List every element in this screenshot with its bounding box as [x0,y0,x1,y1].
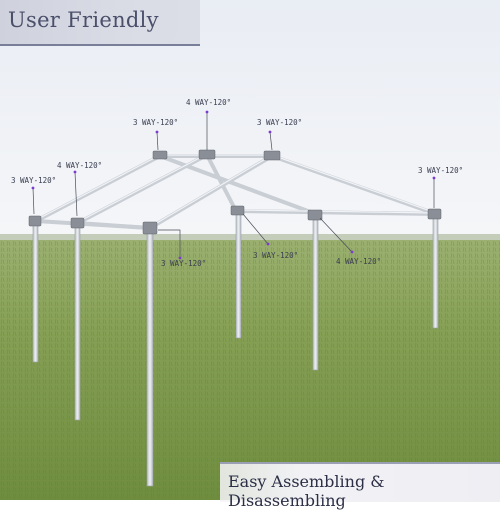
connector-corner-back-right-mid [307,209,323,221]
callout-label-lower-right: 4 WAY-120° [336,257,382,266]
caption-text: Easy Assembling & Disassembling [228,472,385,510]
callout-dots [31,110,436,260]
connector-ridge-left [152,150,168,160]
connector-corner-front [142,221,158,235]
leg-front-mid [146,227,154,487]
callout-label-far-right: 3 WAY-120° [418,166,464,175]
page-title: User Friendly [8,8,159,32]
callout-label-top-center: 4 WAY-120° [186,98,232,107]
callout-label-lower-left: 3 WAY-120° [161,259,207,268]
leg-back-right-mid [312,219,319,371]
callout-label-mid-left: 4 WAY-120° [57,161,103,170]
connector-corner-far-left [28,215,42,227]
leg-front-left [32,219,39,363]
roof-frame-highlight [35,153,437,228]
distant-treeline [0,234,500,242]
roof-frame [34,153,438,230]
connector-corner-mid-left [70,217,85,229]
callout-label-top-right: 3 WAY-120° [257,118,303,127]
connector-corner-back-right [427,208,442,220]
leg-back-right [432,215,439,329]
callout-leaders [32,112,435,258]
leg-back-mid [235,209,242,339]
callout-label-top-left: 3 WAY-120° [133,118,179,127]
connector-ridge-right [263,150,281,161]
connector-corner-back-mid [230,205,245,216]
connector-ridge-center [198,149,216,160]
leg-front-mid-left [74,221,81,421]
connectors [28,149,442,235]
grass-texture [0,240,500,500]
callout-label-lower-center: 3 WAY-120° [253,251,299,260]
callout-label-far-left: 3 WAY-120° [11,176,57,185]
caption-banner: Easy Assembling & Disassembling [220,462,500,510]
title-banner: User Friendly [0,0,200,46]
